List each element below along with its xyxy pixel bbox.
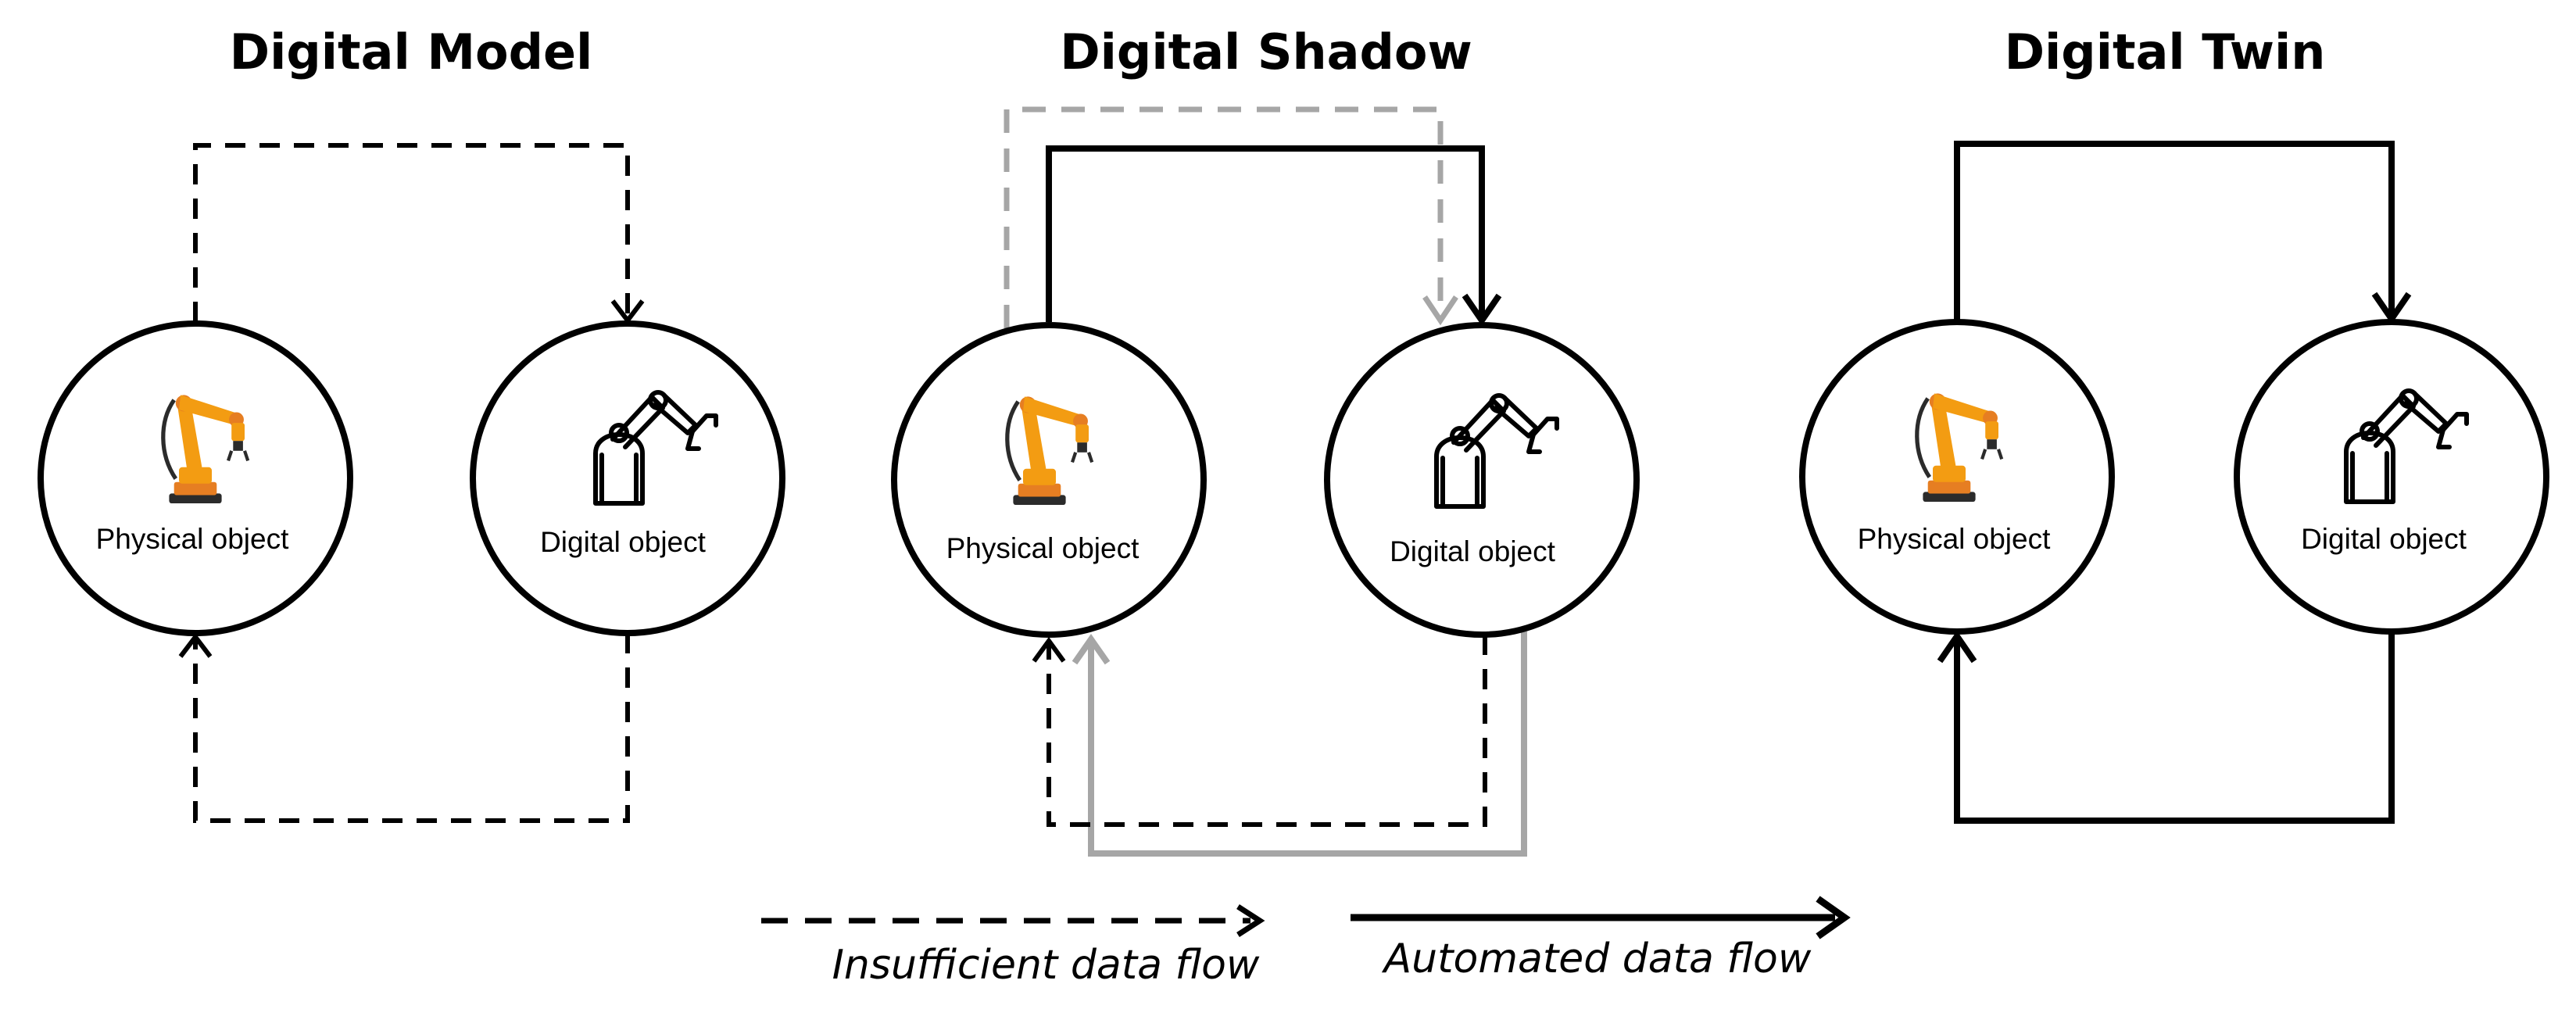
legend-item-automated: Automated data flow: [1351, 896, 1851, 982]
flow-bottom-ghost-solid: [1088, 632, 1527, 857]
arrowhead-bottom: [1937, 630, 1977, 664]
digital-object-label: Digital object: [2301, 523, 2467, 555]
flow-bottom-insufficient: [1046, 635, 1487, 827]
panel-title: Digital Model: [230, 23, 593, 81]
digital-object-node: Digital object: [1324, 322, 1640, 638]
legend-item-insufficient: Insufficient data flow: [761, 904, 1265, 989]
legend-label-insufficient: Insufficient data flow: [832, 942, 1260, 989]
physical-object-node: Physical object: [1799, 319, 2115, 635]
panel-title: Digital Twin: [2005, 23, 2326, 81]
panel-digital-model: Digital Model Physical object Digital ob…: [38, 23, 785, 823]
flow-top-automated: [1954, 141, 2395, 322]
physical-object-label: Physical object: [1858, 523, 2052, 555]
digital-object-node: Digital object: [2234, 319, 2549, 635]
arrowhead-bottom: [178, 633, 213, 658]
legend: Insufficient data flow Automated data fl…: [761, 896, 1851, 989]
arrowhead-top-ghost: [1422, 295, 1458, 326]
physical-object-node: Physical object: [38, 320, 353, 636]
flow-bottom-automated: [1954, 632, 2395, 824]
legend-dashed-arrowhead: [1236, 904, 1265, 937]
panel-title: Digital Shadow: [1060, 23, 1472, 81]
digital-object-label: Digital object: [540, 526, 707, 558]
panel-digital-twin: Digital Twin Physical object Digital obj…: [1799, 23, 2549, 824]
physical-object-label: Physical object: [946, 532, 1140, 564]
flow-top-insufficient: [193, 143, 630, 322]
arrowhead-bottom-ghost: [1072, 634, 1111, 665]
arrowhead-top: [1462, 293, 1502, 327]
flow-top-automated: [1046, 145, 1485, 322]
digital-object-label: Digital object: [1390, 535, 1556, 567]
physical-object-label: Physical object: [96, 523, 290, 555]
physical-object-node: Physical object: [891, 322, 1207, 638]
legend-solid-arrowhead: [1816, 896, 1851, 939]
flow-top-ghost-dashed: [1004, 106, 1444, 328]
flow-bottom-insufficient: [193, 633, 630, 823]
arrowhead-bottom: [1032, 636, 1066, 663]
digital-object-node: Digital object: [470, 320, 785, 636]
legend-label-automated: Automated data flow: [1382, 936, 1812, 982]
panel-digital-shadow: Digital Shadow Physical object: [891, 23, 1640, 857]
